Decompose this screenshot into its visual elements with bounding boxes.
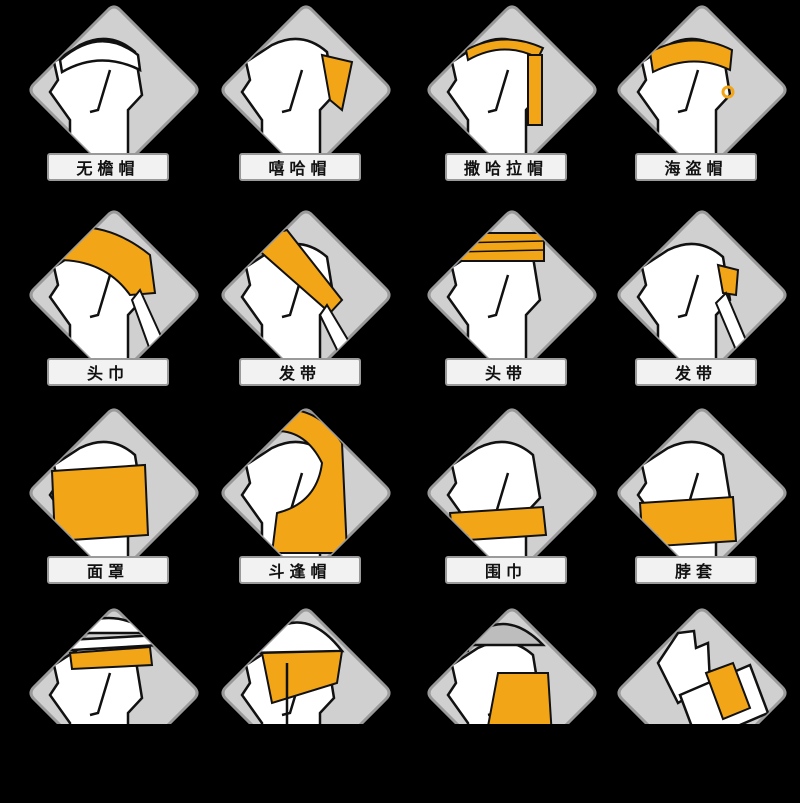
- usage-cell: 发带: [598, 205, 798, 405]
- usage-cell: 脖套: [598, 403, 798, 603]
- usage-cell: 发带: [202, 205, 402, 405]
- usage-cell: 斗逢帽: [202, 403, 402, 603]
- usage-cell: 撒哈拉帽: [408, 0, 608, 200]
- usage-label: 头带: [445, 358, 567, 386]
- usage-cell: 海盗帽: [598, 0, 798, 200]
- head-wrap-hairband-icon: [221, 210, 391, 380]
- head-wrap-bandana-icon: [29, 210, 199, 380]
- head-wrap-scarf-icon: [427, 408, 597, 578]
- usage-label: 无檐帽: [47, 153, 169, 181]
- usage-cell: 面罩: [10, 403, 210, 603]
- usage-cell: 头带: [408, 205, 608, 405]
- usage-cell: 嘻哈帽: [202, 0, 402, 200]
- usage-label: 发带: [635, 358, 757, 386]
- usage-label: 撒哈拉帽: [445, 153, 567, 181]
- usage-label: 海盗帽: [635, 153, 757, 181]
- usage-cell: 无檐帽: [10, 0, 210, 200]
- head-wrap-headband-icon: [427, 210, 597, 380]
- head-wrap-hiphop-cap-icon: [221, 5, 391, 175]
- head-wrap-brimless-cap-icon: [29, 5, 199, 175]
- head-wrap-hairband-back-icon: [617, 210, 787, 380]
- usage-label: 围巾: [445, 556, 567, 584]
- usage-label: 发带: [239, 358, 361, 386]
- head-wrap-hood-icon: [221, 408, 391, 578]
- head-wrap-sahara-cap-icon: [427, 5, 597, 175]
- usage-label: 头巾: [47, 358, 169, 386]
- usage-cell: 头巾: [10, 205, 210, 405]
- head-wrap-pirate-cap-icon: [617, 5, 787, 175]
- bottom-crop: [0, 724, 800, 800]
- head-wrap-face-mask-icon: [29, 408, 199, 578]
- usage-cell: 围巾: [408, 403, 608, 603]
- usage-label: 脖套: [635, 556, 757, 584]
- usage-label: 嘻哈帽: [239, 153, 361, 181]
- usage-label: 面罩: [47, 556, 169, 584]
- usage-label: 斗逢帽: [239, 556, 361, 584]
